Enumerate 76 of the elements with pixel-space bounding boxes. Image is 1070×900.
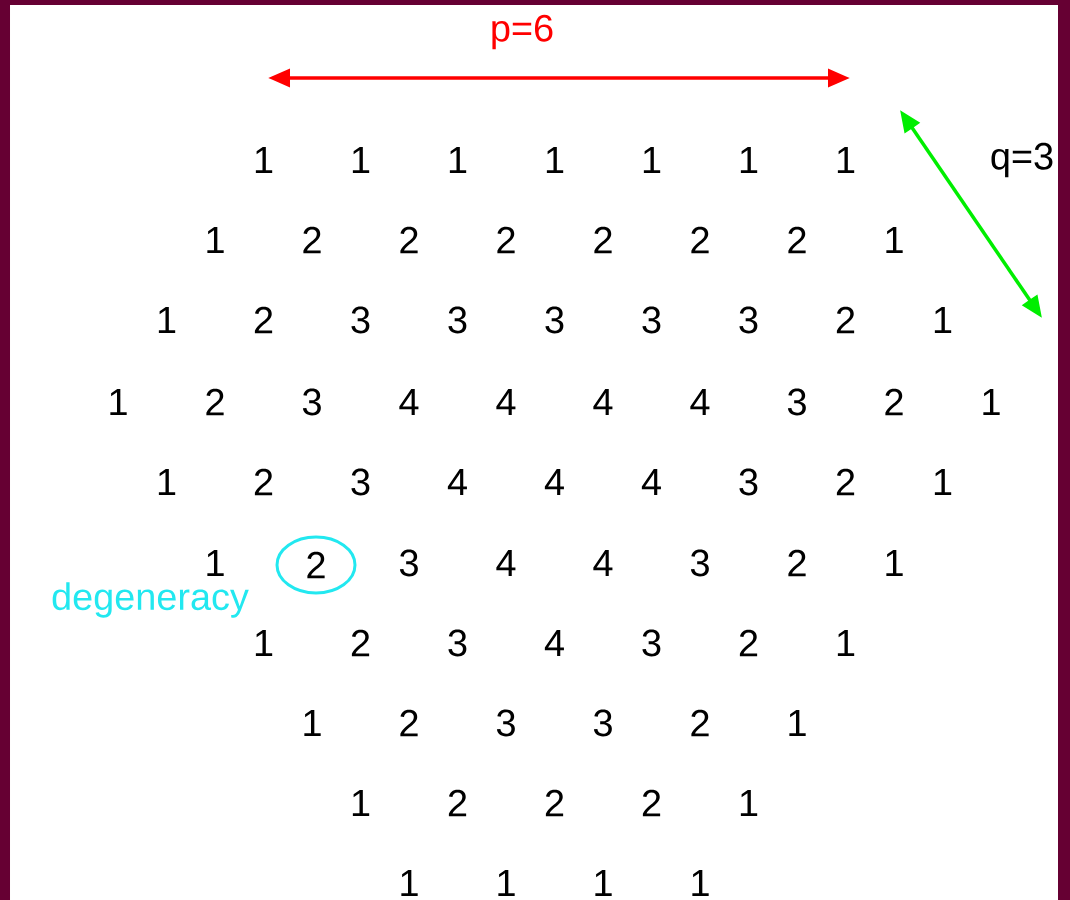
grid-number: 2 [448, 789, 467, 817]
grid-number: 1 [692, 869, 709, 896]
grid-number: 2 [885, 388, 903, 416]
grid-number: 1 [740, 789, 758, 816]
grid-number: 3 [448, 306, 467, 334]
grid-number: 2 [836, 306, 855, 334]
grid-number: 4 [593, 388, 613, 415]
grid-number: 4 [496, 549, 516, 576]
grid-number: 3 [351, 306, 370, 334]
grid-number: 1 [207, 226, 224, 253]
grid-number: 4 [496, 388, 516, 415]
grid-number: 3 [739, 306, 758, 334]
grid-number: 1 [983, 388, 1000, 415]
grid-number: 1 [352, 147, 370, 173]
grid-number: 1 [449, 147, 467, 173]
grid-number: 3 [787, 388, 806, 416]
grid-number: 2 [739, 629, 758, 657]
grid-number: 1 [304, 709, 321, 736]
dimension-label: q=3 [991, 142, 1053, 178]
grid-number: 2 [545, 789, 564, 817]
grid-number: 1 [401, 869, 418, 896]
grid-number: 3 [739, 468, 758, 496]
grid-number: 3 [351, 468, 370, 496]
grid-number: 3 [593, 709, 612, 737]
grid-number: 1 [498, 869, 515, 896]
grid-number: 4 [593, 549, 613, 576]
grid-number: 2 [400, 709, 418, 737]
grid-number: 1 [546, 147, 564, 173]
grid-number: 3 [690, 549, 709, 577]
grid-number: 1 [255, 147, 273, 173]
grid-number: 1 [740, 147, 758, 173]
grid-number: 2 [642, 789, 661, 817]
grid-number: 4 [447, 468, 467, 495]
grid-number: 2 [303, 226, 321, 254]
circled-number: 2 [275, 535, 357, 595]
grid-number: 2 [400, 226, 418, 254]
grid-number: 2 [788, 549, 806, 577]
grid-number: 1 [837, 629, 855, 656]
grid-number: 1 [886, 226, 903, 253]
grid-number: 1 [934, 307, 952, 333]
grid-number: 2 [497, 226, 515, 254]
grid-number: 4 [690, 388, 710, 415]
grid-number: 4 [544, 629, 564, 656]
grid-number: 2 [691, 709, 709, 737]
grid-number: 4 [641, 468, 661, 495]
grid-number: 1 [158, 468, 176, 495]
grid-number: 3 [399, 549, 418, 577]
dimension-label: p=6 [492, 14, 553, 50]
grid-number: 2 [254, 468, 273, 496]
annotation-text: degeneracy [52, 582, 249, 618]
grid-number: 1 [934, 468, 952, 495]
grid-number: 3 [448, 629, 467, 657]
grid-number: 1 [837, 147, 855, 173]
grid-number: 1 [595, 869, 612, 896]
grid-number: 4 [399, 388, 419, 415]
grid-number: 1 [158, 307, 176, 333]
grid-number: 1 [352, 789, 370, 816]
grid-number: 3 [642, 306, 661, 334]
grid-number: 2 [254, 306, 273, 334]
grid-number: 1 [789, 709, 806, 736]
grid-number: 1 [110, 388, 127, 415]
grid-number: 2 [691, 226, 709, 254]
grid-number: 2 [351, 629, 370, 657]
grid-number: 3 [496, 709, 515, 737]
grid-number: 1 [255, 629, 273, 656]
grid-number: 2 [836, 468, 855, 496]
grid-number: 1 [886, 549, 903, 576]
grid-number: 3 [545, 306, 564, 334]
grid-number: 4 [544, 468, 564, 495]
grid-number: 1 [207, 549, 224, 576]
grid-number: 1 [643, 147, 661, 173]
grid-number: 2 [788, 226, 806, 254]
grid-number: 3 [642, 629, 661, 657]
grid-number: 3 [302, 388, 321, 416]
grid-number: 2 [594, 226, 612, 254]
grid-number: 2 [206, 388, 224, 416]
